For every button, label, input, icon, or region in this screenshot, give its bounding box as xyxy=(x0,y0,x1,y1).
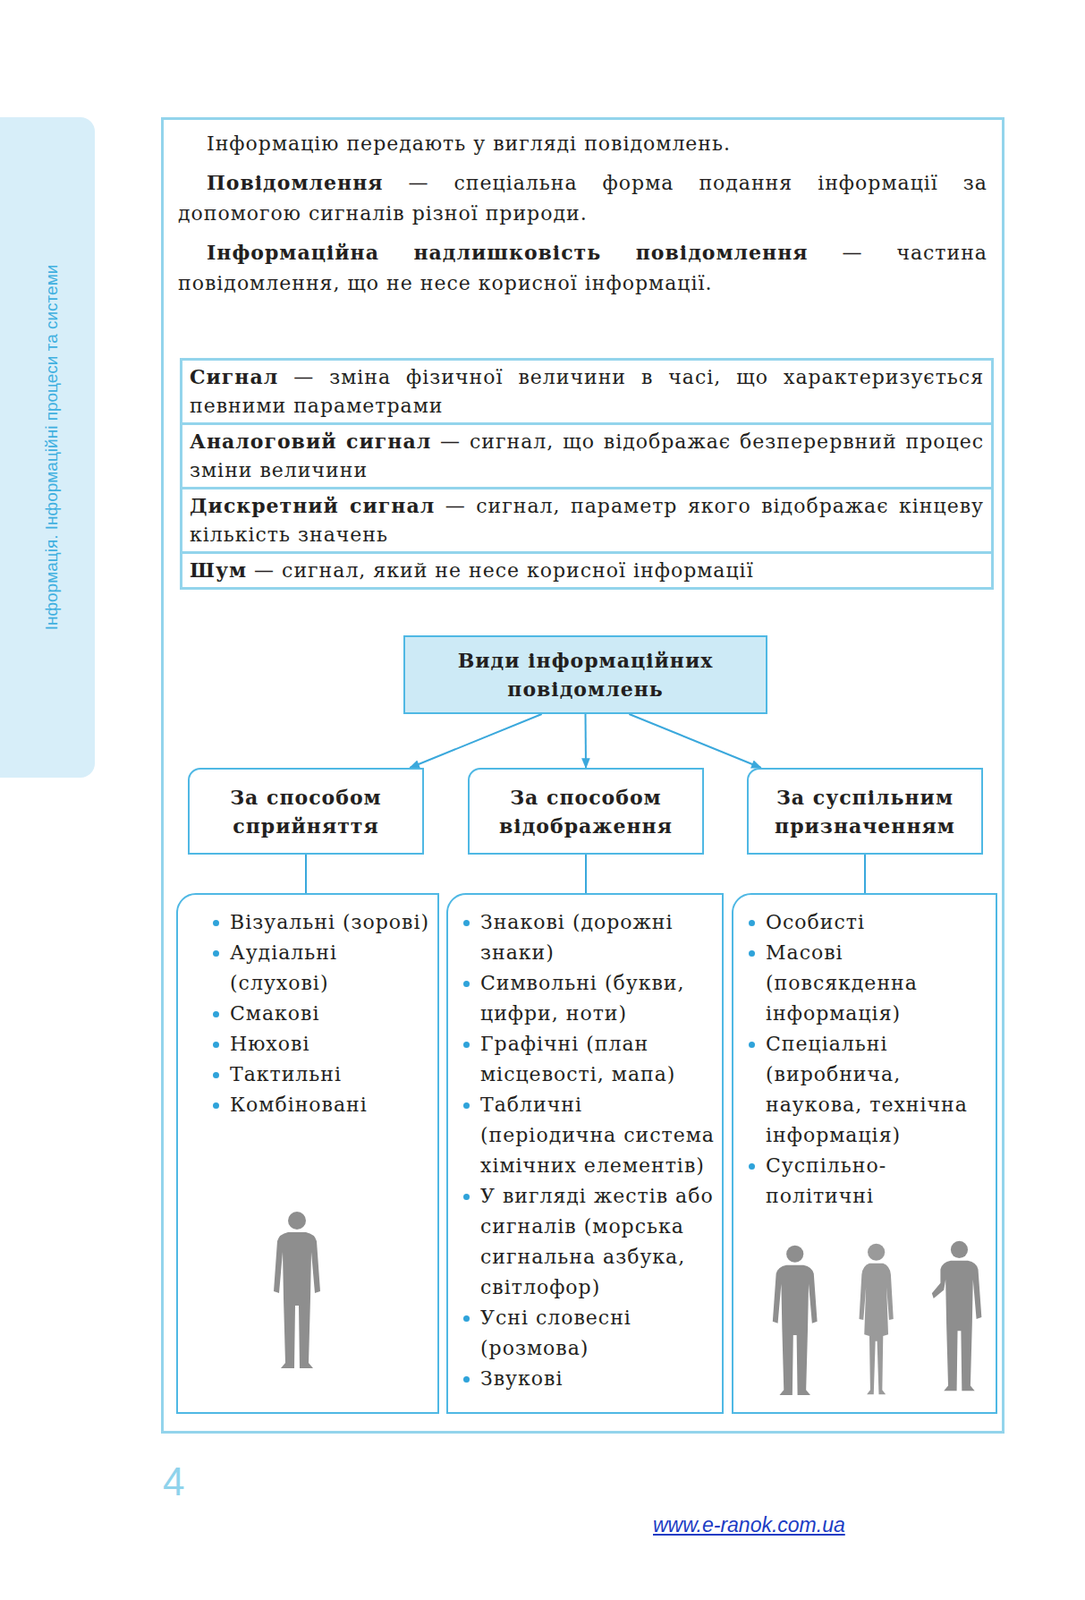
list-item: Візуальні (зорові) xyxy=(210,906,431,938)
list-item: Комбіновані xyxy=(210,1089,431,1120)
list-item: Табличні (періодична система хімічних ел… xyxy=(460,1089,715,1181)
category-text: За суспільним призначенням xyxy=(757,782,973,840)
paragraph-text: Інформацію передають у вигляді повідомле… xyxy=(206,132,731,155)
silhouette-body xyxy=(858,1263,893,1394)
category-box: За способом відображення xyxy=(467,767,704,855)
connector-line xyxy=(584,854,587,893)
connector-arrow xyxy=(409,713,542,768)
website-url: www.e-ranok.com.ua xyxy=(652,1511,846,1537)
woman-silhouette xyxy=(858,1243,893,1394)
person-silhouette xyxy=(270,1208,324,1370)
silhouette-head xyxy=(950,1240,968,1258)
definition-paragraph: Повідомлення — спеціальна форма подання … xyxy=(178,167,988,229)
title-box: Види інформаційних повідомлень xyxy=(403,635,768,714)
category-text: За способом відображення xyxy=(478,782,694,840)
term: Шум xyxy=(189,558,247,582)
term: Сигнал xyxy=(189,364,279,389)
list-box: ОсобистіМасові (повсякденна інформація)С… xyxy=(731,892,998,1414)
list-item: Знакові (дорожні знаки) xyxy=(460,906,715,968)
definition-row: Сигнал — зміна фізичної величини в часі,… xyxy=(179,357,994,425)
term: Інформаційна надлишковість повідомлення xyxy=(206,240,809,264)
list-box: Візуальні (зорові)Аудіальні (слухові)Сма… xyxy=(176,892,440,1414)
people-silhouettes xyxy=(769,1234,989,1400)
list-item: Нюхові xyxy=(210,1028,431,1060)
silhouette-body xyxy=(273,1231,321,1368)
definition-paragraph: Інформаційна надлишковість повідомлення … xyxy=(178,237,988,299)
list-item: Усні словесні (розмова) xyxy=(460,1302,715,1364)
definition-row: Дискретний сигнал — сигнал, параметр яко… xyxy=(179,486,994,554)
list-item: Спеціальні (виробнича, наукова, технічна… xyxy=(745,1028,989,1151)
list-item: Особисті xyxy=(745,906,989,938)
list-item: Звукові xyxy=(460,1363,715,1394)
connector-line xyxy=(864,854,866,893)
category-box: За суспільним призначенням xyxy=(746,767,984,855)
man-silhouette xyxy=(932,1240,983,1391)
list-box: Знакові (дорожні знаки)Символьні (букви,… xyxy=(446,892,724,1414)
side-tab-title: Інформація. Інформаційні процеси та сист… xyxy=(42,264,62,631)
definition-row: Шум — сигнал, який не несе корисної інфо… xyxy=(179,550,994,590)
silhouette-body xyxy=(772,1264,818,1395)
definition-row: Аналоговий сигнал — сигнал, що відобража… xyxy=(179,422,994,490)
list-item: Масові (повсякденна інформація) xyxy=(745,937,989,1029)
definition: — зміна фізичної величини в часі, що хар… xyxy=(189,365,984,417)
silhouette-head xyxy=(867,1243,885,1261)
term: Повідомлення xyxy=(206,170,384,195)
connector-line xyxy=(305,854,307,893)
connector-arrow xyxy=(584,713,588,768)
paragraphs: Інформацію передають у вигляді повідомле… xyxy=(178,128,988,307)
list-item: Смакові xyxy=(210,998,431,1029)
list-item: Суспільно-політичні xyxy=(745,1150,989,1212)
term: Дискретний сигнал xyxy=(189,493,435,518)
man-silhouette xyxy=(772,1245,818,1395)
connector-arrow xyxy=(628,713,762,768)
silhouette-head xyxy=(786,1245,804,1263)
list-item: У вигляді жестів або сигналів (морська с… xyxy=(460,1180,715,1303)
page-number: 4 xyxy=(162,1461,185,1501)
list-item: Графічні (план місцевості, мапа) xyxy=(460,1028,715,1090)
term: Аналоговий сигнал xyxy=(189,429,432,453)
title-text: Види інформаційних повідомлень xyxy=(414,645,757,704)
silhouette-body xyxy=(932,1260,983,1391)
definition: — сигнал, який не несе корисної інформац… xyxy=(254,559,755,582)
silhouette-head xyxy=(288,1211,306,1230)
paragraph: Інформацію передають у вигляді повідомле… xyxy=(178,128,988,160)
list-item: Тактильні xyxy=(210,1059,431,1090)
category-box: За способом сприйняття xyxy=(187,767,424,855)
list-item: Аудіальні (слухові) xyxy=(210,937,431,999)
content-frame: Сигнал — зміна фізичної величини в часі,… xyxy=(161,117,1005,1433)
list-item: Символьні (букви, цифри, ноти) xyxy=(460,967,715,1029)
category-text: За способом сприйняття xyxy=(198,782,414,840)
